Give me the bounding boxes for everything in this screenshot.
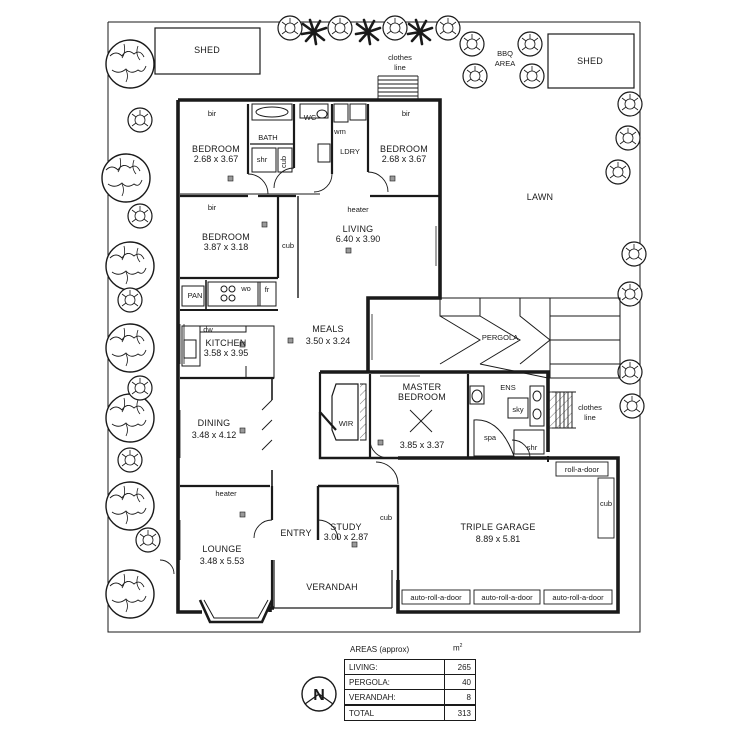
lawn-label: LAWN — [527, 192, 553, 202]
areas-unit-text: m — [453, 643, 460, 653]
entry-label: ENTRY — [280, 528, 311, 538]
study-name: STUDY — [330, 522, 362, 532]
meals-name: MEALS — [312, 324, 344, 334]
sky-label: sky — [512, 405, 524, 414]
bbq-label-line1: BBQ — [497, 49, 513, 58]
shr-label-2: shr — [527, 443, 538, 452]
auto-roll-a-door-label-3: auto-roll-a-door — [552, 593, 604, 602]
kitchen-dims: 3.58 x 3.95 — [204, 348, 249, 358]
bedroom1-dims: 2.68 x 3.67 — [194, 154, 239, 164]
heater-label-1: heater — [347, 205, 369, 214]
areas-row-label: LIVING: — [344, 659, 445, 675]
areas-row-value: 265 — [444, 659, 476, 675]
cub-label-3: cub — [380, 513, 392, 522]
bbq-label-line2: AREA — [495, 59, 515, 68]
areas-total-row: TOTAL 313 — [344, 704, 476, 721]
pergola: PERGOLA — [439, 297, 621, 379]
areas-row: LIVING: 265 — [344, 659, 476, 675]
dw-label: dw — [203, 325, 213, 334]
bath-name: BATH — [258, 133, 277, 142]
lounge-name: LOUNGE — [202, 544, 241, 554]
garage-dims: 8.89 x 5.81 — [476, 534, 521, 544]
living-name: LIVING — [343, 224, 374, 234]
shed-left: SHED — [154, 27, 261, 75]
areas-row-label: VERANDAH: — [344, 689, 445, 706]
shr-label-1: shr — [257, 155, 268, 164]
bedroom3-name: BEDROOM — [202, 232, 250, 242]
dining-dims: 3.48 x 4.12 — [192, 430, 237, 440]
fixtures — [181, 103, 573, 457]
wir-label: WIR — [339, 419, 354, 428]
wm-label: wm — [333, 127, 346, 136]
auto-roll-a-door-label-1: auto-roll-a-door — [410, 593, 462, 602]
shed-right: SHED — [547, 33, 635, 89]
heater-label-2: heater — [215, 489, 237, 498]
vent-markers — [227, 175, 396, 548]
study-dims: 3.00 x 2.87 — [324, 532, 369, 542]
pan-label: PAN — [188, 291, 203, 300]
areas-row-value: 8 — [444, 689, 476, 706]
clothes-line-top-text1: clothes — [388, 53, 412, 62]
master-name-line1: MASTER — [403, 382, 442, 392]
ldry-name: LDRY — [340, 147, 360, 156]
cub-label-1: cub — [279, 156, 288, 168]
areas-caption: AREAS (approx) — [350, 645, 410, 654]
clothes-line-top: clothes line — [377, 53, 419, 100]
clothes-line-side-text2: line — [584, 413, 596, 422]
areas-unit: m2 — [453, 643, 462, 653]
spa-label: spa — [484, 433, 497, 442]
north-label: N — [313, 687, 325, 704]
master-dims: 3.85 x 3.37 — [400, 440, 445, 450]
areas-unit-sup: 2 — [459, 643, 463, 649]
roll-a-door-label: roll-a-door — [565, 465, 600, 474]
bedroom2-dims: 2.68 x 3.67 — [382, 154, 427, 164]
areas-row: PERGOLA: 40 — [344, 674, 476, 690]
clothes-line-side-text1: clothes — [578, 403, 602, 412]
areas-row-value: 40 — [444, 674, 476, 690]
ens-label: ENS — [500, 383, 515, 392]
areas-row-label: PERGOLA: — [344, 674, 445, 690]
ceiling-fan-icon — [409, 409, 433, 433]
verandah-label: VERANDAH — [306, 582, 358, 592]
doors — [159, 167, 531, 575]
auto-roll-a-door-label-2: auto-roll-a-door — [481, 593, 533, 602]
areas-total-value: 313 — [444, 704, 476, 721]
kitchen-name: KITCHEN — [206, 338, 247, 348]
north-arrow-icon: N — [301, 676, 337, 712]
wo-label: wo — [240, 284, 251, 293]
pergola-label: PERGOLA — [482, 333, 518, 342]
bir-label-1: bir — [208, 109, 217, 118]
windows — [179, 99, 437, 560]
bbq-area: BBQ AREA — [495, 49, 515, 68]
bedroom2-name: BEDROOM — [380, 144, 428, 154]
shed-left-label: SHED — [194, 45, 220, 55]
bedroom1-name: BEDROOM — [192, 144, 240, 154]
areas-total-label: TOTAL — [344, 704, 445, 721]
living-dims: 6.40 x 3.90 — [336, 234, 381, 244]
bir-label-2: bir — [402, 109, 411, 118]
master-name-line2: BEDROOM — [398, 392, 446, 402]
meals-dims: 3.50 x 3.24 — [306, 336, 351, 346]
bir-label-3: bir — [208, 203, 217, 212]
dining-name: DINING — [198, 418, 231, 428]
room-labels: bir bir bir BEDROOM 2.68 x 3.67 BATH shr… — [188, 109, 612, 602]
house-walls — [176, 98, 620, 624]
garden-trees — [101, 15, 647, 619]
cub-label-2: cub — [282, 241, 294, 250]
garage-name: TRIPLE GARAGE — [460, 522, 535, 532]
areas-row: VERANDAH: 8 — [344, 689, 476, 706]
wc-label: WC — [304, 113, 317, 122]
clothes-line-top-text2: line — [394, 63, 406, 72]
bedroom3-dims: 3.87 x 3.18 — [204, 242, 249, 252]
lounge-dims: 3.48 x 5.53 — [200, 556, 245, 566]
areas-table: LIVING: 265 PERGOLA: 40 VERANDAH: 8 TOTA… — [344, 659, 476, 721]
cub-label-4: cub — [600, 499, 612, 508]
site-boundary — [107, 21, 641, 633]
shed-right-label: SHED — [577, 56, 603, 66]
fr-label: fr — [265, 285, 270, 294]
garage-doors — [401, 461, 615, 605]
